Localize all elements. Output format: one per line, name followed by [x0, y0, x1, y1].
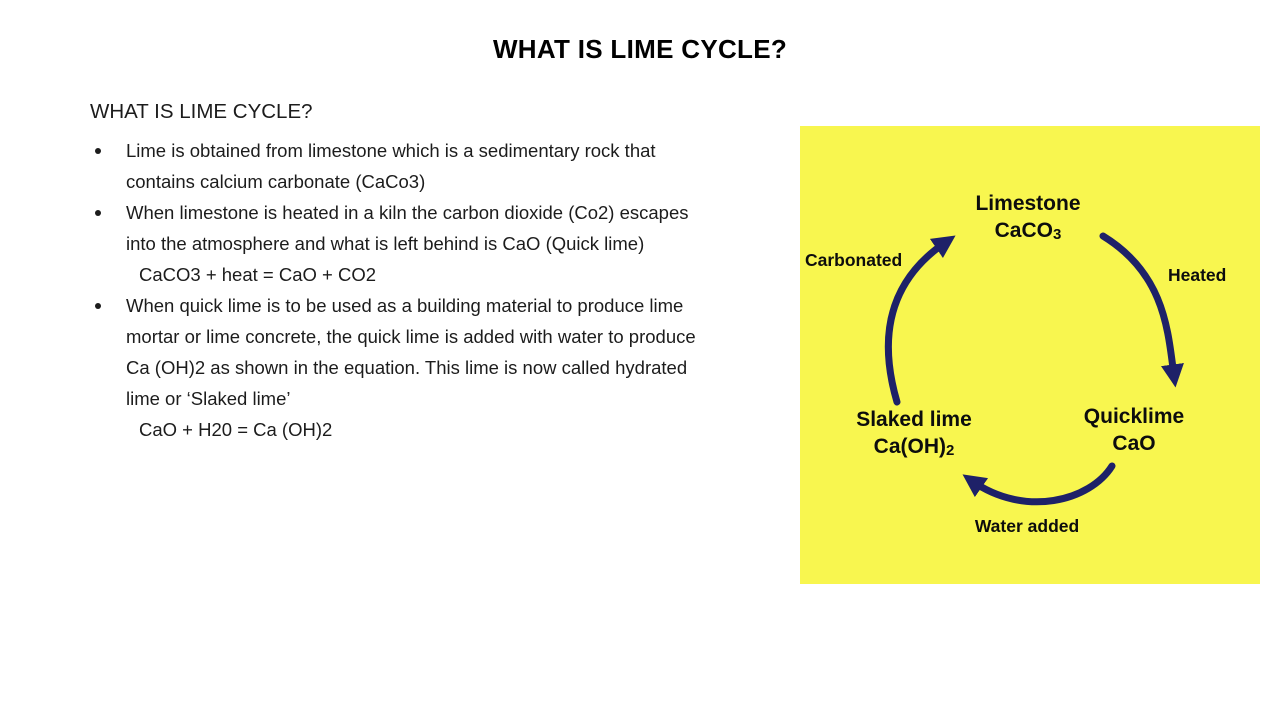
node-slaked-lime: Slaked lime Ca(OH)2: [856, 406, 972, 462]
node-formula: Ca(OH)2: [856, 433, 972, 462]
node-formula: CaCO3: [975, 217, 1080, 246]
bullet-item: When limestone is heated in a kiln the c…: [90, 197, 704, 259]
node-label: Quicklime: [1083, 405, 1185, 428]
bullet-item: Lime is obtained from limestone which is…: [90, 135, 704, 197]
formula-base: CaCO: [994, 219, 1053, 242]
process-label-water-added: Water added: [974, 516, 1080, 536]
node-limestone: Limestone CaCO3: [975, 190, 1080, 246]
equation-text: CaCO3 + heat = CaO + CO2: [139, 264, 377, 285]
slide-title: WHAT IS LIME CYCLE?: [492, 34, 788, 64]
node-label: Limestone: [975, 192, 1081, 215]
bullet-text: When quick lime is to be used as a build…: [126, 295, 696, 409]
process-label-heated: Heated: [1168, 265, 1227, 285]
node-label: Slaked lime: [856, 408, 972, 431]
section-heading: WHAT IS LIME CYCLE?: [90, 100, 313, 123]
arrow-water-added: [962, 462, 1116, 506]
arrow-carbonated: [884, 235, 956, 406]
lime-cycle-diagram: Limestone CaCO3 Quicklime CaO Slaked lim…: [800, 126, 1260, 584]
body-text-block: WHAT IS LIME CYCLE? Lime is obtained fro…: [90, 100, 718, 445]
bullet-text: Lime is obtained from limestone which is…: [126, 140, 656, 192]
bullet-dot-icon: [95, 209, 101, 216]
bullet-dot-icon: [95, 302, 101, 309]
bullet-item: When quick lime is to be used as a build…: [90, 290, 704, 414]
bullet-text: When limestone is heated in a kiln the c…: [126, 202, 689, 254]
node-formula: CaO: [1084, 430, 1184, 459]
formula-base: Ca(OH): [873, 435, 946, 458]
cycle-arrows: [884, 232, 1184, 506]
formula-base: CaO: [1112, 432, 1156, 455]
formula-subscript: 3: [1053, 226, 1062, 243]
formula-subscript: 2: [946, 442, 955, 459]
node-quicklime: Quicklime CaO: [1084, 403, 1184, 459]
equation-text: CaO + H20 = Ca (OH)2: [139, 419, 333, 440]
bullet-list: Lime is obtained from limestone which is…: [90, 135, 704, 445]
bullet-dot-icon: [95, 147, 101, 154]
arrow-heated: [1099, 232, 1184, 388]
process-label-carbonated: Carbonated: [805, 250, 903, 270]
